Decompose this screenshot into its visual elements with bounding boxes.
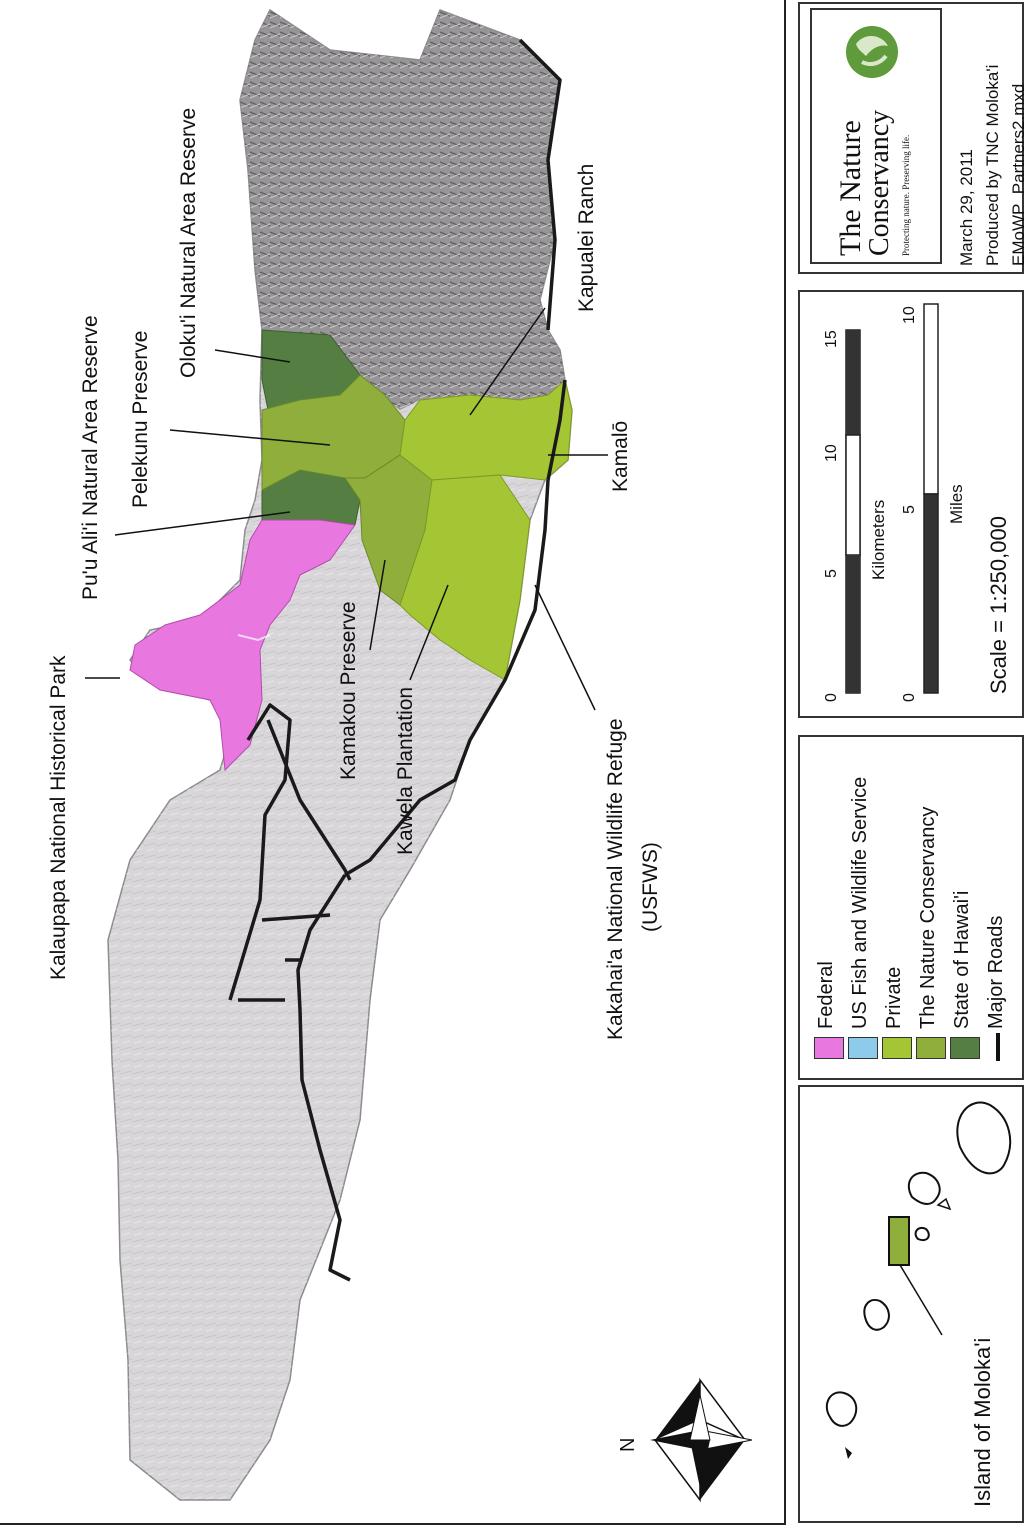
leader-kawela xyxy=(409,584,449,681)
legend-label: The Nature Conservancy xyxy=(917,806,939,1029)
locator-leader xyxy=(899,1264,943,1336)
north-arrow-icon xyxy=(650,1377,753,1503)
logo-line2: Conservancy xyxy=(864,109,895,256)
legend-label: Federal xyxy=(815,961,837,1029)
logo-tagline: Protecting nature. Preserving life. xyxy=(901,134,911,256)
island-kauai xyxy=(825,1391,858,1427)
km-tick-0: 0 xyxy=(823,693,840,702)
km-tick-10: 10 xyxy=(823,444,840,462)
credits-file: EMoWP_Partners2.mxd xyxy=(1009,83,1026,266)
major-roads xyxy=(228,479,550,1282)
km-tick-5: 5 xyxy=(823,569,840,578)
island-lanai xyxy=(914,1227,930,1241)
private-kawela xyxy=(399,474,531,681)
mi-tick-0: 0 xyxy=(901,693,918,702)
credits-date: March 29, 2011 xyxy=(957,149,976,266)
legend-swatch-icon xyxy=(882,1037,912,1059)
molokai-highlight xyxy=(888,1216,910,1266)
tnc-logo: The Nature Conservancy Protecting nature… xyxy=(810,8,942,264)
mi-label: Miles xyxy=(947,484,966,524)
label-kalaupapa: Kalaupapa National Historical Park xyxy=(47,655,70,980)
federal-kalaupapa xyxy=(129,519,356,772)
label-kamakou: Kamakou Preserve xyxy=(337,601,360,780)
legend-label: State of Hawai'i xyxy=(951,890,973,1029)
legend-swatch-icon xyxy=(848,1037,878,1059)
legend-label: Private xyxy=(883,966,905,1029)
map-canvas xyxy=(85,8,753,1503)
locator-label: Island of Moloka'i xyxy=(970,1337,995,1507)
island-hawaii xyxy=(956,1101,1012,1175)
island-kahoolawe xyxy=(936,1197,952,1211)
hawaiian-islands-map xyxy=(825,1101,1012,1459)
label-kakahaia: Kakahai'a National Wildlife Refuge xyxy=(604,718,627,1040)
scale-text: Scale = 1:250,000 xyxy=(986,516,1011,694)
legend-label: US Fish and Wildlife Service xyxy=(849,776,871,1029)
leader-olokui xyxy=(214,349,291,363)
leader-pelekunu xyxy=(169,429,331,446)
km-tick-15: 15 xyxy=(823,330,840,348)
scale-panel: 0 5 10 15 Kilometers 0 5 10 Miles Scale … xyxy=(798,290,1024,718)
mi-tick-5: 5 xyxy=(901,505,918,514)
label-olokui: Oloku'i Natural Area Reserve xyxy=(177,107,200,378)
leader-kapualei xyxy=(469,307,546,416)
legend-road-line-icon xyxy=(996,1033,1000,1061)
label-kamalo: Kamalō xyxy=(609,420,632,492)
label-kapualei: Kapualei Ranch xyxy=(575,163,598,312)
north-label: N xyxy=(617,1437,639,1452)
km-scale-bar xyxy=(845,329,861,694)
tnc-globe-icon xyxy=(846,26,898,78)
mi-scale-bar xyxy=(923,303,939,694)
credits-panel: The Nature Conservancy Protecting nature… xyxy=(798,2,1026,274)
locator-inset: Island of Moloka'i xyxy=(798,1085,1024,1523)
island-oahu xyxy=(863,1299,890,1331)
label-kakahaia-usfws: (USFWS) xyxy=(639,842,662,932)
km-label: Kilometers xyxy=(869,499,888,580)
island-niihau xyxy=(845,1447,852,1459)
leader-puualii xyxy=(114,511,291,536)
map-frame: N Kalaupapa National Historical Park Pu'… xyxy=(0,0,786,1525)
label-puualii: Pu'u Ali'i Natural Area Reserve xyxy=(79,315,102,600)
legend-swatch-icon xyxy=(916,1037,946,1059)
mi-tick-10: 10 xyxy=(901,306,918,324)
leader-kamakou xyxy=(369,559,386,651)
legend-swatch-icon xyxy=(814,1037,844,1059)
island-maui xyxy=(907,1171,941,1205)
legend-label: Major Roads xyxy=(985,915,1007,1029)
eastern-mountains xyxy=(240,10,565,410)
leader-kakahaia xyxy=(534,584,596,711)
logo-line1: The Nature xyxy=(834,120,867,256)
scale-bars xyxy=(845,303,939,694)
label-pelekunu: Pelekunu Preserve xyxy=(129,330,152,508)
legend-swatch-icon xyxy=(950,1037,980,1059)
credits-produced-by: Produced by TNC Moloka'i xyxy=(983,64,1002,266)
label-kawela: Kawela Plantation xyxy=(394,686,417,855)
